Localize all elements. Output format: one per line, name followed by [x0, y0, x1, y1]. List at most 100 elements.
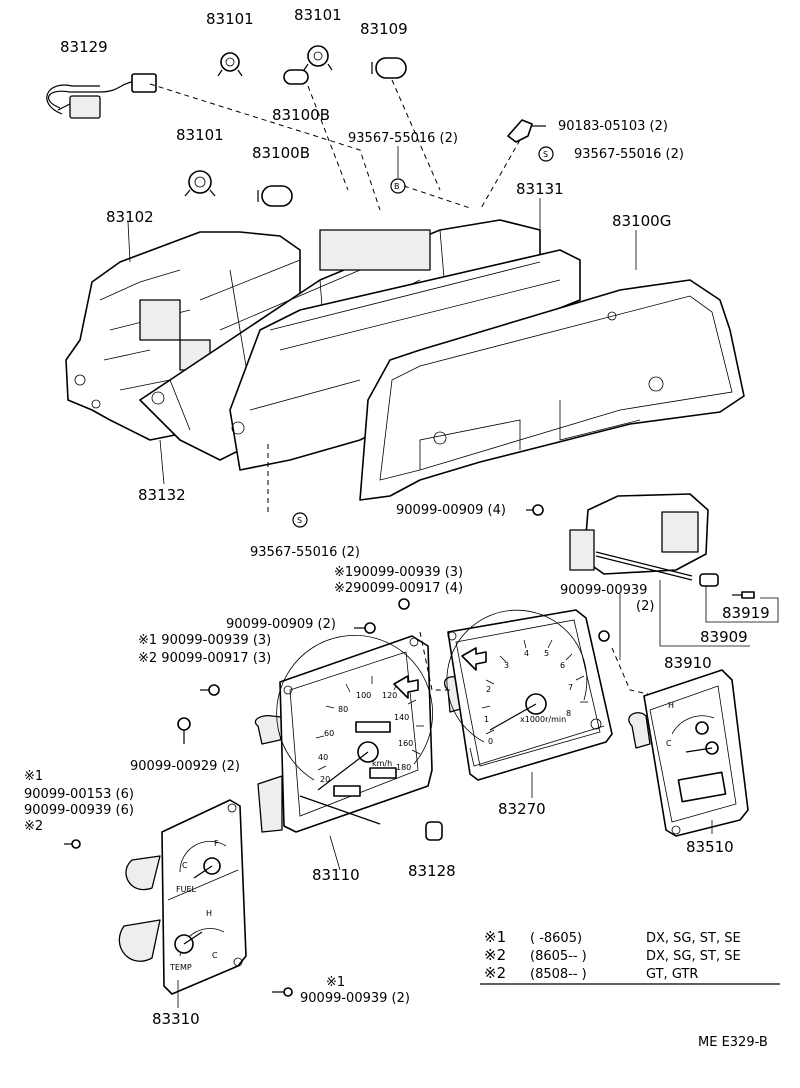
label-m1-left: ※1	[24, 769, 43, 784]
label-83270: 83270	[498, 800, 546, 818]
tach-tick-0: 0	[488, 737, 493, 746]
tach-tick-3: 3	[504, 661, 509, 670]
gauge-83510: H C	[628, 669, 749, 837]
note-2-range: (8605-- )	[530, 949, 587, 964]
screw-90099-00939-left	[200, 684, 220, 696]
bulb-socket-83101-a	[217, 52, 243, 77]
bulb-socket-83101-b	[303, 45, 333, 71]
speed-tick-60: 60	[324, 729, 334, 738]
screw-90099-00939-bottom	[272, 987, 293, 997]
screw-90099-00909-2	[354, 622, 376, 634]
label-m2-90099-00917-4: ※290099-00917 (4)	[334, 581, 463, 596]
note-1-mark: ※1	[484, 928, 506, 946]
note-3-mark: ※2	[484, 964, 506, 982]
tach-tick-8: 8	[566, 709, 571, 718]
label-90099-00939-6: 90099-00939 (6)	[24, 803, 134, 818]
speed-tick-140: 140	[394, 713, 409, 722]
note-2-models: DX, SG, ST, SE	[646, 949, 741, 964]
bulb-83100b-mid	[257, 185, 293, 207]
tach-tick-6: 6	[560, 661, 565, 670]
screw-90099-00909-4	[526, 504, 544, 516]
tach-tick-1: 1	[484, 715, 489, 724]
speed-tick-100: 100	[356, 691, 371, 700]
label-83110: 83110	[312, 866, 360, 884]
bulb-socket-83101-c	[184, 170, 216, 197]
screw-90099-00153	[64, 839, 81, 849]
marker-s-bottom: S	[292, 512, 308, 528]
tachometer-83270: 0 1 2 3 4 5 6 7 8 x1000r/min	[443, 609, 613, 781]
label-83132: 83132	[138, 486, 186, 504]
tach-tick-5: 5	[544, 649, 549, 658]
label-83109: 83109	[360, 20, 408, 38]
label-83129: 83129	[60, 38, 108, 56]
note-3-range: (8508-- )	[530, 967, 587, 982]
label-m2-left: ※2	[24, 819, 43, 834]
speedometer-83110: 20 40 60 80 100 120 140 160 180 km/h	[254, 635, 433, 833]
footer-code: ME E329-B	[698, 1035, 768, 1050]
label-m1-90099-00939-3: ※1 90099-00939 (3)	[138, 633, 271, 648]
label-83100b-top: 83100B	[272, 106, 330, 124]
label-83101-b: 83101	[294, 6, 342, 24]
label-83510: 83510	[686, 838, 734, 856]
screw-90099-00929	[177, 717, 191, 744]
temp-gauge-h: H	[206, 909, 212, 918]
note-2-mark: ※2	[484, 946, 506, 964]
temp-gauge-c: C	[212, 951, 218, 960]
note-1-models: DX, SG, ST, SE	[646, 931, 741, 946]
screw-83919	[732, 591, 755, 599]
label-83909: 83909	[700, 628, 748, 646]
label-83128: 83128	[408, 862, 456, 880]
label-83310: 83310	[152, 1010, 200, 1028]
label-83102: 83102	[106, 208, 154, 226]
speed-tick-180: 180	[396, 763, 411, 772]
label-83100g: 83100G	[612, 212, 671, 230]
bulb-83109	[371, 57, 407, 79]
label-83101-c: 83101	[176, 126, 224, 144]
tach-unit: x1000r/min	[520, 715, 566, 724]
r-gauge-h: H	[668, 701, 674, 710]
tach-tick-2: 2	[486, 685, 491, 694]
screw-90099-00939-top	[398, 598, 410, 610]
marker-s-right: S	[538, 146, 554, 162]
label-90099-00939-qty: (2)	[636, 599, 654, 614]
label-m1-90099-00939-3-top: ※190099-00939 (3)	[334, 565, 463, 580]
label-90099-00939: 90099-00939	[560, 583, 647, 598]
label-83919: 83919	[722, 604, 770, 622]
screw-90099-00939-right	[598, 630, 610, 642]
label-90099-00909-4: 90099-00909 (4)	[396, 503, 506, 518]
fuel-temp-gauge-83310: C F H C FUEL TEMP	[118, 799, 247, 995]
label-m1-bottom: ※1	[326, 975, 345, 990]
applicability-notes: ※1 ( -8605) DX, SG, ST, SE ※2 (8605-- ) …	[480, 928, 780, 985]
label-m2-90099-00917-3: ※2 90099-00917 (3)	[138, 651, 271, 666]
tach-tick-7: 7	[568, 683, 573, 692]
svg-text:S: S	[543, 150, 548, 159]
speed-tick-20: 20	[320, 775, 330, 784]
speed-tick-120: 120	[382, 691, 397, 700]
r-gauge-c: C	[666, 739, 672, 748]
label-90099-00929: 90099-00929 (2)	[130, 759, 240, 774]
label-83101-a: 83101	[206, 10, 254, 28]
fuel-gauge-f: F	[214, 839, 219, 848]
label-93567-55016-right: 93567-55016 (2)	[574, 147, 684, 162]
label-90099-00939-2-bottom: 90099-00939 (2)	[300, 991, 410, 1006]
label-83131: 83131	[516, 180, 564, 198]
clip-90183	[507, 119, 546, 143]
odometer-unit-83910	[569, 493, 719, 587]
harness-83129	[46, 73, 157, 119]
note-1-range: ( -8605)	[530, 931, 582, 946]
speed-tick-40: 40	[318, 753, 328, 762]
label-93567-55016-top: 93567-55016 (2)	[348, 131, 458, 146]
label-90099-00153: 90099-00153 (6)	[24, 787, 134, 802]
note-3-models: GT, GTR	[646, 967, 698, 982]
tach-ticks	[481, 639, 588, 735]
label-90183-05103: 90183-05103 (2)	[558, 119, 668, 134]
marker-b: B	[390, 178, 406, 194]
label-83910: 83910	[664, 654, 712, 672]
speed-unit: km/h	[372, 759, 392, 768]
label-90099-00909-2: 90099-00909 (2)	[226, 617, 336, 632]
speed-tick-80: 80	[338, 705, 348, 714]
label-93567-55016-bottom: 93567-55016 (2)	[250, 545, 360, 560]
part-83128	[425, 821, 443, 841]
tach-tick-4: 4	[524, 649, 529, 658]
